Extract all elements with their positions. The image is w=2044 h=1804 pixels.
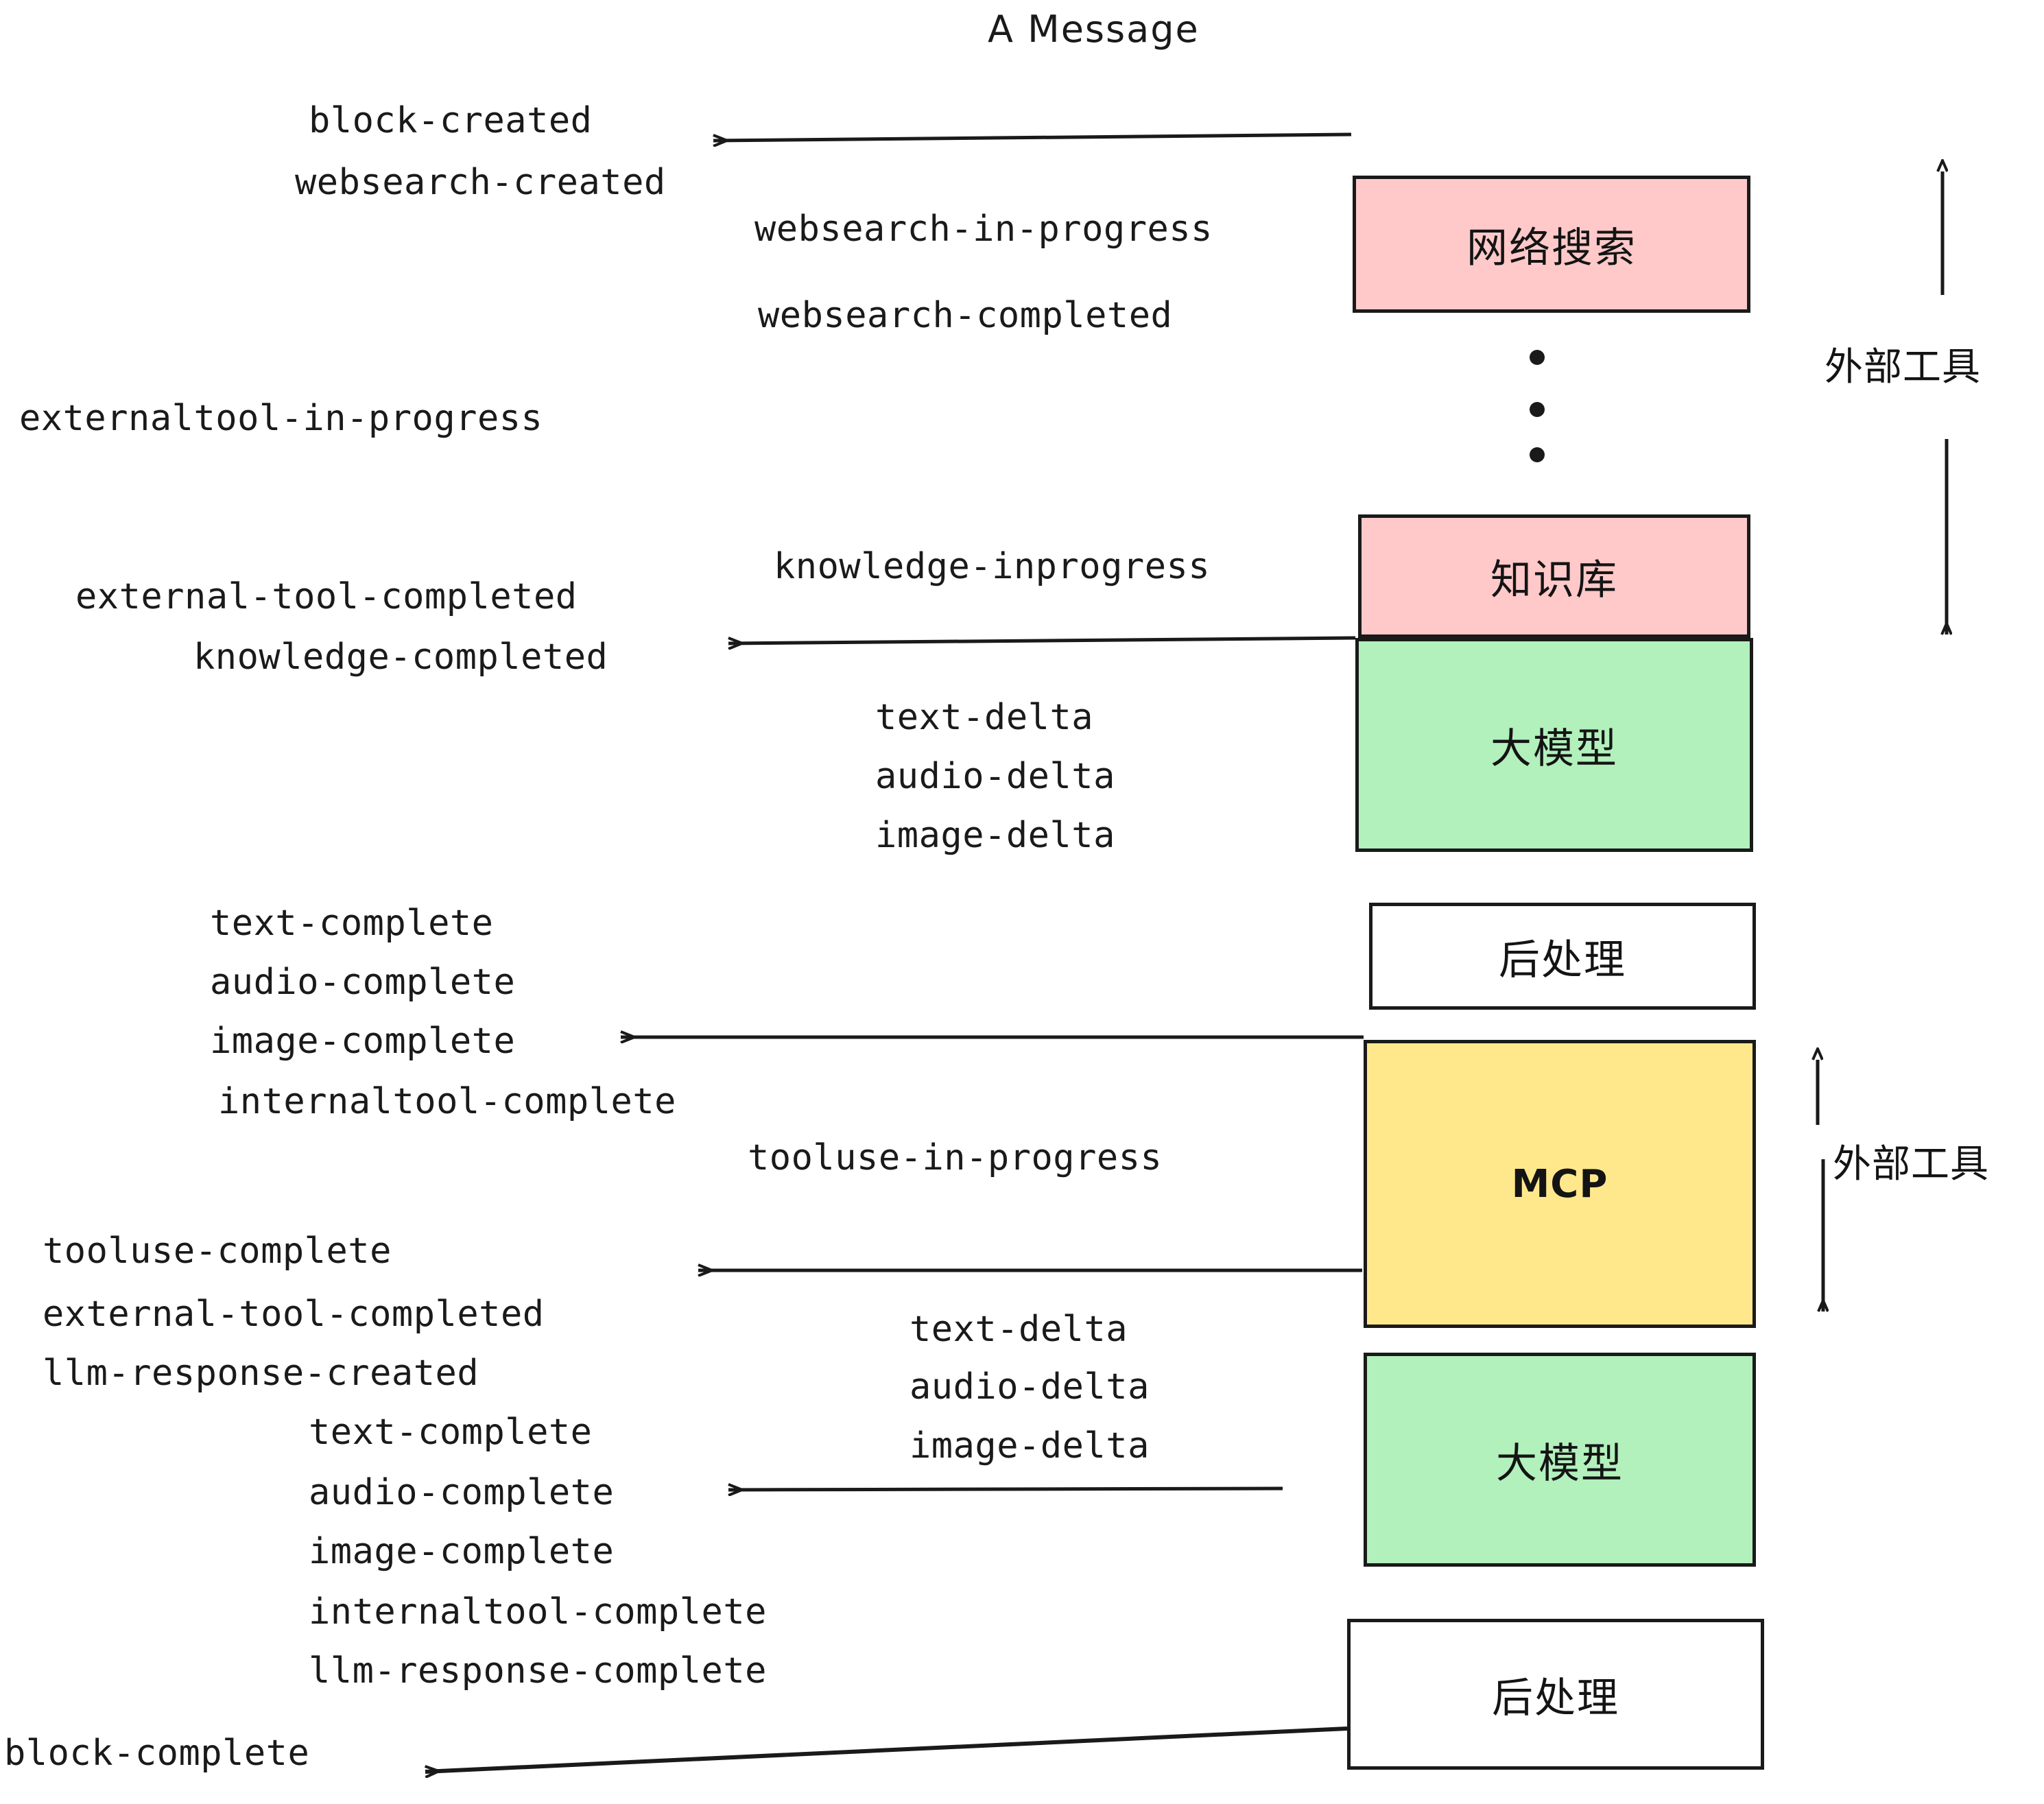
arrow-block-complete <box>425 1726 1348 1772</box>
event-label-audio-complete-2: audio-complete <box>309 1472 615 1513</box>
scope-label-external-tools-bottom: 外部工具 <box>1833 1142 1989 1187</box>
ellipsis-dot-2 <box>1530 402 1545 417</box>
node-box-mcp[interactable]: MCP <box>1364 1040 1756 1328</box>
event-label-llm-response-created: llm-response-created <box>43 1353 479 1394</box>
node-label-websearch: 网络搜索 <box>1466 224 1637 272</box>
event-label-externaltool-in-progress: externaltool-in-progress <box>19 398 543 439</box>
node-label-knowledge: 知识库 <box>1490 556 1618 604</box>
node-box-llm-1[interactable]: 大模型 <box>1355 638 1753 852</box>
event-label-text-complete-2: text-complete <box>309 1412 593 1453</box>
event-label-tooluse-in-progress: tooluse-in-progress <box>748 1137 1163 1178</box>
node-label-postprocess-1: 后处理 <box>1499 936 1626 984</box>
event-label-text-delta-1: text-delta <box>875 697 1094 738</box>
scope-label-external-tools-top: 外部工具 <box>1825 345 1981 390</box>
event-label-text-delta-2: text-delta <box>910 1309 1128 1350</box>
ellipsis-dot-3 <box>1530 447 1545 462</box>
event-label-knowledge-inprogress: knowledge-inprogress <box>774 546 1211 587</box>
event-label-audio-delta-2: audio-delta <box>910 1366 1150 1408</box>
event-label-llm-response-complete: llm-response-complete <box>309 1650 767 1692</box>
event-label-websearch-created: websearch-created <box>295 162 666 203</box>
event-label-image-delta-2: image-delta <box>910 1425 1150 1467</box>
event-label-audio-complete-1: audio-complete <box>210 962 516 1003</box>
event-label-block-created: block-created <box>309 100 593 141</box>
event-label-image-complete-1: image-complete <box>210 1021 516 1062</box>
event-label-block-complete: block-complete <box>4 1733 310 1774</box>
node-box-websearch[interactable]: 网络搜索 <box>1353 176 1750 313</box>
node-box-postprocess-1[interactable]: 后处理 <box>1369 903 1756 1010</box>
node-label-llm-1: 大模型 <box>1490 724 1618 773</box>
event-label-knowledge-completed: knowledge-completed <box>193 637 608 678</box>
node-label-mcp: MCP <box>1511 1161 1608 1207</box>
event-label-external-tool-completed-2: external-tool-completed <box>43 1294 545 1335</box>
page-title: A Message <box>988 8 1200 51</box>
event-label-image-delta-1: image-delta <box>875 815 1115 856</box>
event-label-internaltool-complete-1: internaltool-complete <box>218 1081 676 1122</box>
event-label-audio-delta-1: audio-delta <box>875 756 1115 797</box>
event-label-image-complete-2: image-complete <box>309 1531 615 1572</box>
event-label-websearch-in-progress: websearch-in-progress <box>754 209 1213 250</box>
arrow-block-created <box>713 132 1352 141</box>
event-label-internaltool-complete-2: internaltool-complete <box>309 1591 767 1633</box>
node-box-knowledge[interactable]: 知识库 <box>1358 514 1750 638</box>
external-tool-scope-bottom <box>1818 1060 1823 1312</box>
node-label-postprocess-2: 后处理 <box>1492 1674 1619 1722</box>
event-label-tooluse-complete: tooluse-complete <box>43 1231 392 1272</box>
node-label-llm-2: 大模型 <box>1496 1439 1624 1488</box>
external-tool-scope-top <box>1942 171 1947 634</box>
arrow-knowledge-completed <box>728 636 1356 643</box>
node-box-llm-2[interactable]: 大模型 <box>1364 1353 1756 1567</box>
arrow-audio-complete <box>728 1488 1283 1490</box>
event-label-external-tool-completed-1: external-tool-completed <box>75 576 578 617</box>
event-label-text-complete-1: text-complete <box>210 903 494 944</box>
node-box-postprocess-2[interactable]: 后处理 <box>1347 1619 1764 1770</box>
ellipsis-dot-1 <box>1530 350 1545 365</box>
event-label-websearch-completed: websearch-completed <box>758 295 1173 336</box>
